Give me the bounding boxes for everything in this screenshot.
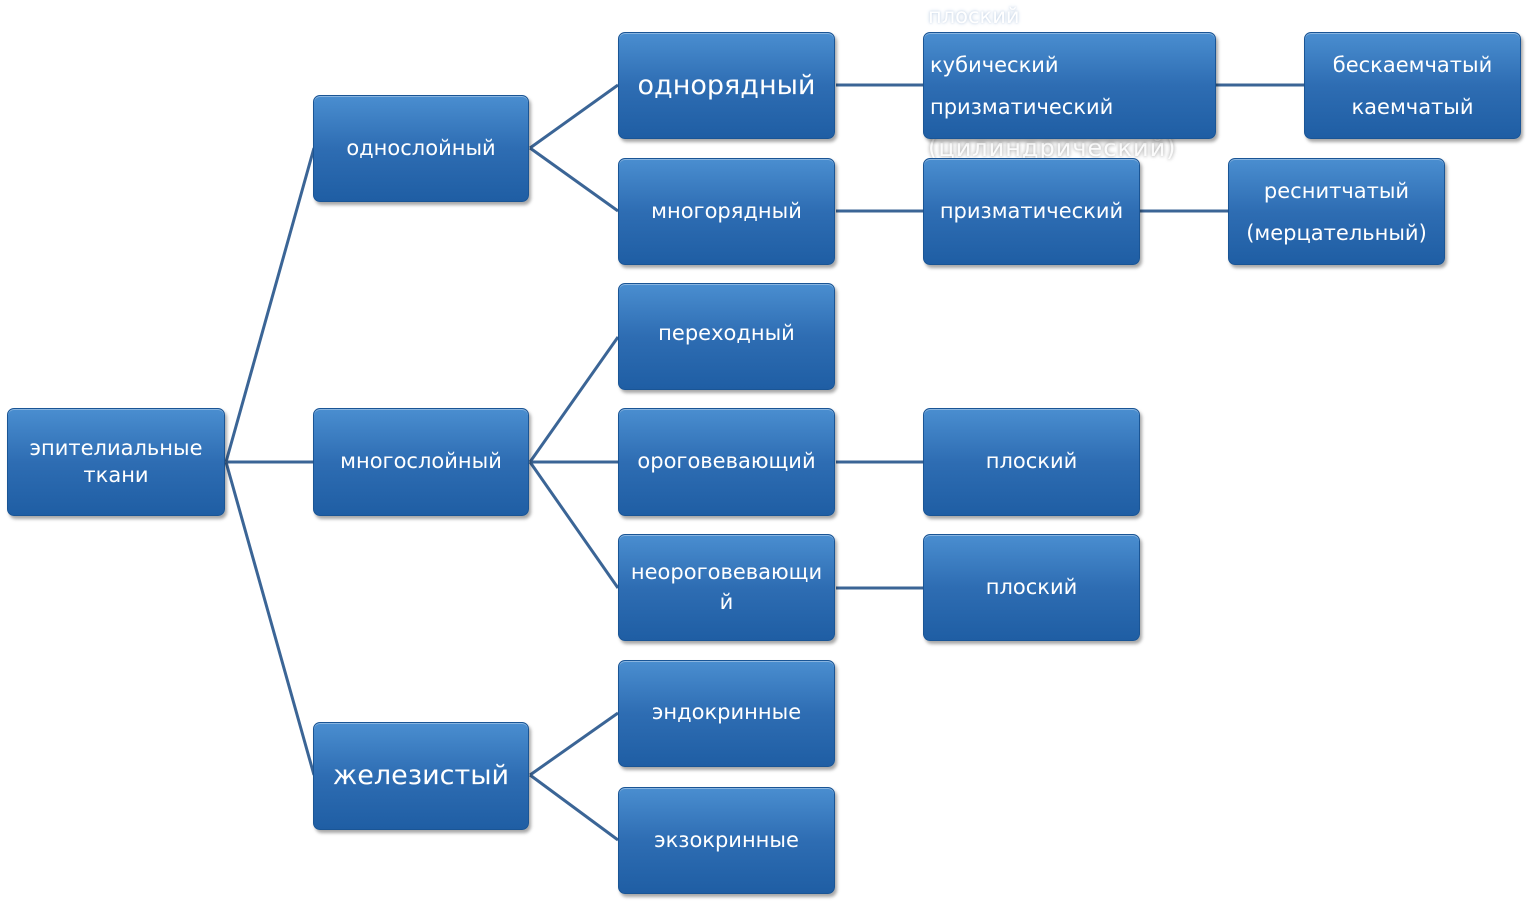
connector-root-single: [224, 147, 316, 463]
node-nonkeratinizing[interactable]: неороговевающий: [618, 534, 835, 641]
node-flat-nonkeratinizing[interactable]: плоский: [923, 534, 1140, 641]
node-multi-layer[interactable]: многослойный: [313, 408, 529, 516]
node-epithelial-tissues[interactable]: эпителиальные ткани: [7, 408, 225, 516]
node-single-row[interactable]: однорядный: [618, 32, 835, 139]
node-borderless-label: бескаемчатый: [1332, 52, 1493, 77]
node-flat-nonkeratinizing-label: плоский: [985, 574, 1078, 599]
node-flat-keratinizing[interactable]: плоский: [923, 408, 1140, 516]
node-endocrine[interactable]: эндокринные: [618, 660, 835, 767]
connector-multi-nonkeratinizing: [528, 461, 620, 589]
node-prismatic[interactable]: призматический: [923, 158, 1140, 265]
connector-single-row: [529, 83, 619, 150]
node-multi-layer-label: многослойный: [340, 449, 502, 474]
connector-multi-transitional: [528, 336, 620, 463]
node-flat-keratinizing-label: плоский: [985, 449, 1078, 474]
node-prismatic-label-1: призматический: [930, 94, 1114, 119]
overflow-flat-text: плоский: [928, 4, 1020, 28]
node-prismatic-label-2: призматический: [939, 198, 1124, 223]
node-exocrine[interactable]: экзокринные: [618, 787, 835, 894]
node-keratinizing[interactable]: ороговевающий: [618, 408, 835, 516]
node-ciliated-alt-label: (мерцательный): [1246, 220, 1427, 245]
node-glandular[interactable]: железистый: [313, 722, 529, 830]
connector-gland-endocrine: [529, 711, 619, 777]
node-single-layer[interactable]: однослойный: [313, 95, 529, 202]
node-bordered-label: каемчатый: [1351, 94, 1474, 119]
node-nonkeratinizing-label: неороговевающий: [630, 560, 823, 614]
node-transitional[interactable]: переходный: [618, 283, 835, 390]
node-ciliated[interactable]: реснитчатый (мерцательный): [1228, 158, 1445, 265]
node-glandular-label: железистый: [332, 760, 510, 792]
node-multi-row-label: многорядный: [651, 198, 802, 223]
node-cubic-label: кубический: [930, 52, 1059, 77]
node-cubic-prismatic[interactable]: кубический призматический: [923, 32, 1216, 139]
node-endocrine-label: эндокринные: [651, 700, 802, 724]
connector-gland-exocrine: [529, 773, 619, 842]
node-epithelial-tissues-label: эпителиальные ткани: [29, 435, 203, 487]
node-multi-row[interactable]: многорядный: [618, 158, 835, 265]
node-keratinizing-label: ороговевающий: [637, 449, 816, 474]
node-single-row-label: однорядный: [637, 69, 816, 101]
node-single-layer-label: однослойный: [346, 135, 496, 160]
connector-single-multirow: [529, 146, 619, 213]
node-transitional-label: переходный: [658, 321, 795, 345]
node-ciliated-label: реснитчатый: [1263, 178, 1410, 203]
connector-root-gland: [224, 461, 316, 776]
node-exocrine-label: экзокринные: [654, 827, 799, 852]
node-borderless-bordered[interactable]: бескаемчатый каемчатый: [1304, 32, 1521, 139]
